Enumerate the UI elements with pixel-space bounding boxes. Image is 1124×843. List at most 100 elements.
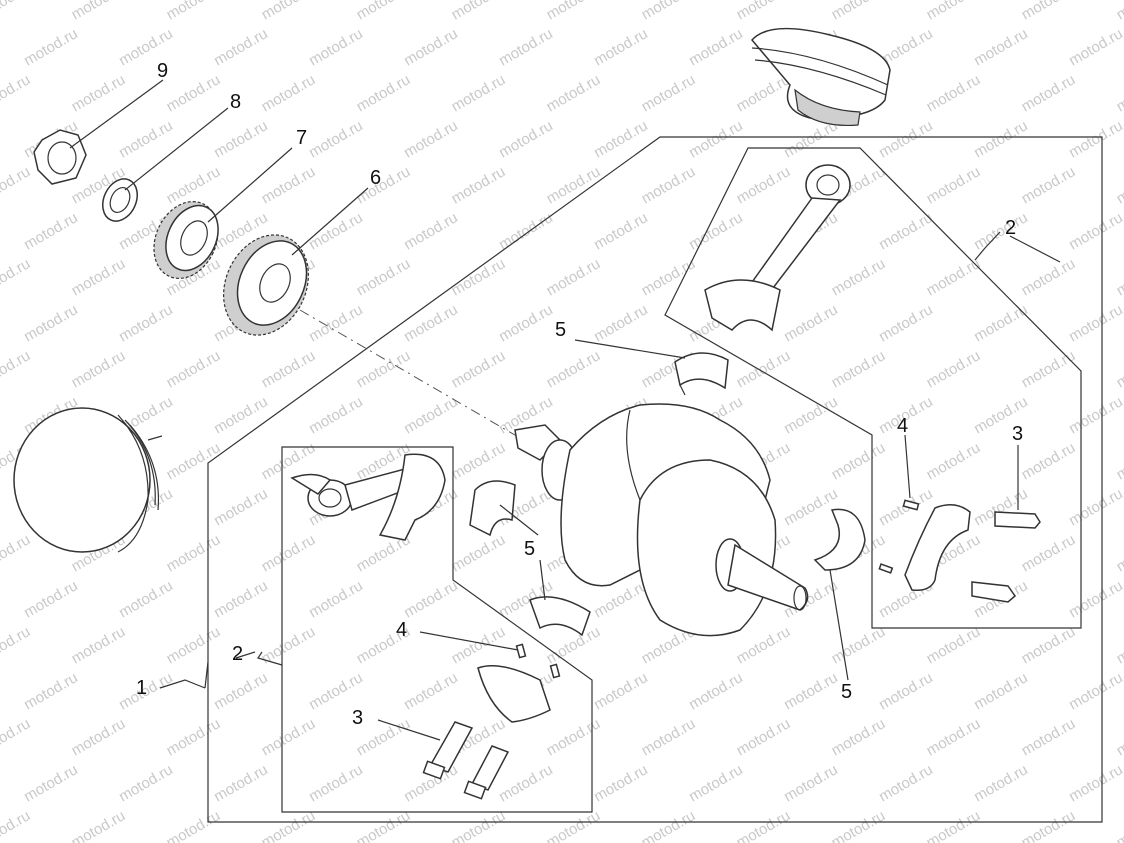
watermark-text: motod.ru	[211, 25, 271, 69]
watermark-text: motod.ru	[591, 25, 651, 69]
watermark-text: motod.ru	[876, 761, 936, 805]
watermark-text: motod.ru	[1114, 347, 1124, 391]
watermark-text: motod.ru	[259, 0, 319, 23]
watermark-text: motod.ru	[544, 715, 604, 759]
watermark-text: motod.ru	[116, 577, 176, 621]
watermark-text: motod.ru	[924, 71, 984, 115]
watermark-text: motod.ru	[1114, 715, 1124, 759]
watermark-text: motod.ru	[924, 255, 984, 299]
bolts-right	[971, 511, 1041, 603]
watermark-text: motod.ru	[496, 761, 556, 805]
watermark-text: motod.ru	[1066, 761, 1124, 805]
watermark-text: motod.ru	[734, 623, 794, 667]
watermark-text: motod.ru	[1019, 347, 1079, 391]
watermark-text: motod.ru	[449, 347, 509, 391]
nut-part-9	[33, 129, 87, 185]
watermark-text: motod.ru	[876, 301, 936, 345]
watermark-text: motod.ru	[924, 439, 984, 483]
watermark-text: motod.ru	[0, 623, 33, 667]
watermark-text: motod.ru	[164, 439, 224, 483]
watermark-text: motod.ru	[449, 163, 509, 207]
watermark-text: motod.ru	[164, 347, 224, 391]
watermark-text: motod.ru	[164, 0, 224, 23]
watermark-text: motod.ru	[1066, 25, 1124, 69]
watermark-text: motod.ru	[591, 669, 651, 713]
watermark-text: motod.ru	[354, 255, 414, 299]
watermark-text: motod.ru	[1019, 715, 1079, 759]
watermark-text: motod.ru	[781, 761, 841, 805]
watermark-text: motod.ru	[1066, 117, 1124, 161]
piston-top-right	[751, 27, 891, 127]
watermark-text: motod.ru	[734, 715, 794, 759]
watermark-text: motod.ru	[639, 0, 699, 23]
callout-7: 7	[296, 127, 307, 149]
watermark-text: motod.ru	[971, 761, 1031, 805]
watermark-text: motod.ru	[1019, 531, 1079, 575]
watermark-text: motod.ru	[401, 301, 461, 345]
watermark-text: motod.ru	[639, 807, 699, 843]
watermark-text: motod.ru	[449, 255, 509, 299]
conrod-cap-right	[878, 499, 971, 592]
watermark-text: motod.ru	[971, 301, 1031, 345]
watermark-text: motod.ru	[211, 577, 271, 621]
gear-part-6	[223, 234, 309, 336]
watermark-text: motod.ru	[924, 347, 984, 391]
watermark-text: motod.ru	[1019, 0, 1079, 23]
watermark-text: motod.ru	[211, 117, 271, 161]
watermark-text: motod.ru	[0, 163, 33, 207]
watermark-text: motod.ru	[259, 71, 319, 115]
watermark-text: motod.ru	[259, 531, 319, 575]
watermark-text: motod.ru	[306, 393, 366, 437]
watermark-text: motod.ru	[0, 0, 33, 23]
watermark-text: motod.ru	[69, 0, 129, 23]
watermark-text: motod.ru	[401, 577, 461, 621]
watermark-text: motod.ru	[924, 715, 984, 759]
watermark-text: motod.ru	[971, 25, 1031, 69]
watermark-text: motod.ru	[354, 71, 414, 115]
bolts-left	[422, 721, 510, 800]
watermark-text: motod.ru	[1019, 807, 1079, 843]
watermark-text: motod.ru	[1019, 623, 1079, 667]
watermark-text: motod.ru	[686, 669, 746, 713]
watermark-text: motod.ru	[639, 163, 699, 207]
watermark-text: motod.ru	[496, 301, 556, 345]
watermark-text: motod.ru	[211, 669, 271, 713]
watermark-text: motod.ru	[354, 347, 414, 391]
watermark-text: motod.ru	[69, 623, 129, 667]
watermark-text: motod.ru	[686, 117, 746, 161]
bearing-shell-5-top	[674, 352, 729, 396]
watermark-text: motod.ru	[401, 393, 461, 437]
watermark-text: motod.ru	[164, 163, 224, 207]
watermark-text: motod.ru	[21, 669, 81, 713]
watermark-text: motod.ru	[116, 761, 176, 805]
watermark-text: motod.ru	[21, 25, 81, 69]
callout-9: 9	[157, 60, 168, 82]
watermark-text: motod.ru	[686, 761, 746, 805]
bearing-shell-5-right	[813, 508, 866, 571]
callout-6: 6	[370, 167, 381, 189]
watermark-text: motod.ru	[544, 347, 604, 391]
watermark-text: motod.ru	[924, 623, 984, 667]
gear-part-7	[153, 200, 219, 280]
callout-4-left: 4	[396, 619, 407, 641]
watermark-text: motod.ru	[116, 301, 176, 345]
watermark-text: motod.ru	[354, 0, 414, 23]
assembly-1-outline	[207, 136, 1103, 823]
watermark-text: motod.ru	[971, 117, 1031, 161]
watermark-text: motod.ru	[259, 715, 319, 759]
watermark-text: motod.ru	[1114, 623, 1124, 667]
watermark-text: motod.ru	[1114, 807, 1124, 843]
watermark-text: motod.ru	[306, 761, 366, 805]
watermark-text: motod.ru	[544, 163, 604, 207]
watermark-text: motod.ru	[544, 0, 604, 23]
conrod-assembly-outline-left	[281, 446, 593, 813]
conrod-cap-left	[477, 643, 561, 723]
watermark-text: motod.ru	[449, 531, 509, 575]
watermark-text: motod.ru	[544, 71, 604, 115]
piston-left	[13, 407, 163, 553]
watermark-text: motod.ru	[69, 807, 129, 843]
watermark-text: motod.ru	[971, 669, 1031, 713]
